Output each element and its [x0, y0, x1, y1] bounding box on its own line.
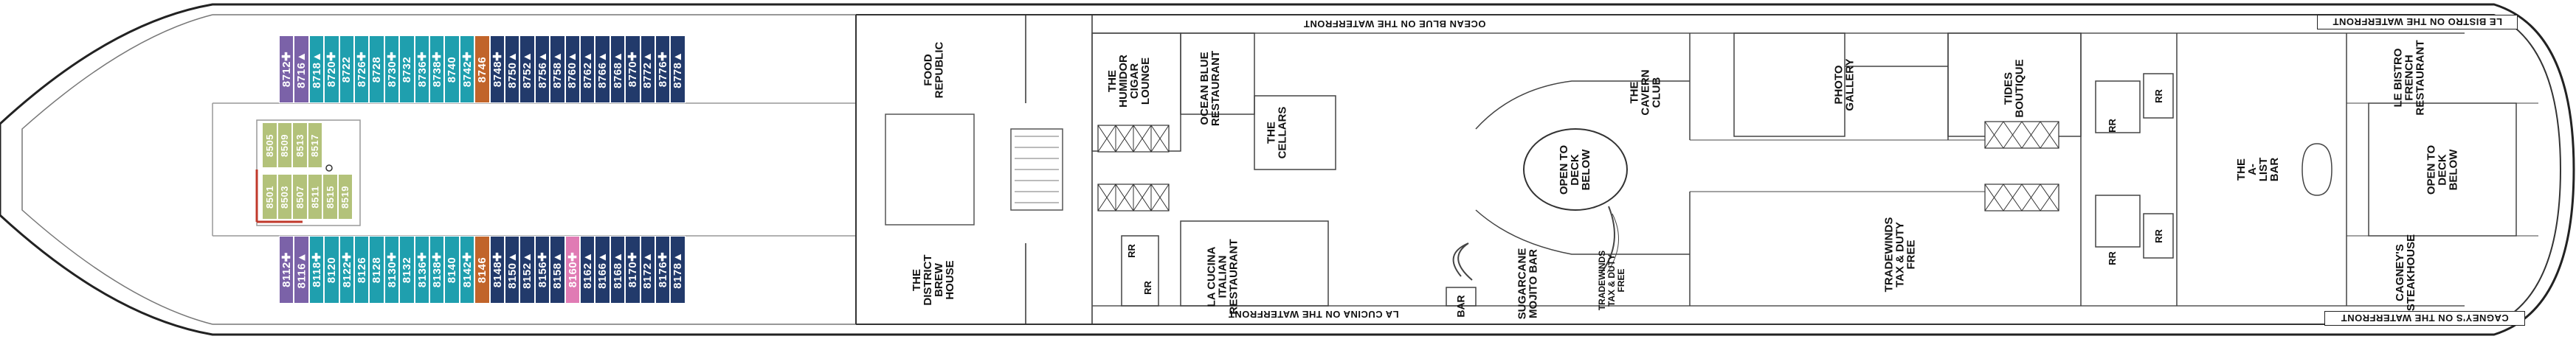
cabin-8126[interactable]: 8126: [354, 236, 370, 304]
ocean-blue-restaurant-label: OCEAN BLUE RESTAURANT: [1198, 50, 1222, 127]
tradewinds-big-label: TRADEWINDS TAX & DUTY FREE: [1882, 217, 1918, 292]
cabin-8122[interactable]: 8122✚: [339, 236, 354, 304]
cabin-8132[interactable]: 8132: [399, 236, 415, 304]
cabin-8511[interactable]: 8511: [307, 174, 322, 220]
cabin-8152[interactable]: 8152▲: [519, 236, 535, 304]
cabin-8162[interactable]: 8162▲: [580, 236, 595, 304]
tradewinds-small-label: TRADEWINDS TAX & DUTY FREE: [1597, 250, 1627, 310]
cabin-8509[interactable]: 8509: [277, 122, 292, 168]
cagneys-label: CAGNEY'S STEAKHOUSE: [2394, 234, 2417, 312]
le-bistro-label: LE BISTRO FRENCH RESTAURANT: [2392, 39, 2427, 116]
cabin-8770[interactable]: 8770✚: [625, 35, 640, 103]
cabin-8513[interactable]: 8513: [292, 122, 308, 168]
cabin-8178[interactable]: 8178▲: [670, 236, 686, 304]
cabin-8728[interactable]: 8728: [369, 35, 384, 103]
la-cucina-waterfront-banner: LA CUCINA ON THE WATERFRONT: [1228, 309, 1399, 321]
cabin-8740[interactable]: 8740: [444, 35, 460, 103]
cabin-8776[interactable]: 8776✚: [655, 35, 671, 103]
district-brew-house-label: THE DISTRICT BREW HOUSE: [911, 254, 956, 306]
le-bistro-waterfront-banner: LE BISTRO ON THE WATERFRONT: [2317, 15, 2518, 29]
cagneys-waterfront-banner: CAGNEY'S ON THE WATERFRONT: [2324, 311, 2525, 326]
cabin-8136[interactable]: 8136✚: [414, 236, 429, 304]
cellars-label: THE CELLARS: [1265, 106, 1288, 159]
cabin-8768[interactable]: 8768▲: [610, 35, 626, 103]
cabin-8160[interactable]: 8160✚: [564, 236, 580, 304]
photo-gallery-label: PHOTO GALLERY: [1833, 58, 1857, 111]
sugarcane-label: SUGARCANE MOJITO BAR: [1516, 248, 1539, 320]
cabin-8722[interactable]: 8722: [339, 35, 354, 103]
cabin-8505[interactable]: 8505: [262, 122, 277, 168]
cabin-8720[interactable]: 8720✚: [324, 35, 339, 103]
cabin-8120[interactable]: 8120: [324, 236, 339, 304]
cabin-8146[interactable]: 8146: [474, 236, 490, 304]
cabin-8738[interactable]: 8738✚: [429, 35, 445, 103]
cabin-8158[interactable]: 8158▲: [550, 236, 565, 304]
humidor-label: THE HUMIDOR CIGAR LOUNGE: [1106, 55, 1152, 108]
cabin-8752[interactable]: 8752▲: [519, 35, 535, 103]
cabin-8762[interactable]: 8762▲: [580, 35, 595, 103]
cabin-8142[interactable]: 8142✚: [459, 236, 475, 304]
a-list-bar-label: THE A-LIST BAR: [2235, 157, 2281, 182]
cabin-8148[interactable]: 8148✚: [489, 236, 505, 304]
cabin-8140[interactable]: 8140: [444, 236, 460, 304]
cabin-8172[interactable]: 8172▲: [640, 236, 655, 304]
cabin-8519[interactable]: 8519: [337, 174, 353, 220]
cabin-8750[interactable]: 8750▲: [505, 35, 520, 103]
restroom-4: RR: [2106, 118, 2118, 133]
cabin-8150[interactable]: 8150▲: [505, 236, 520, 304]
cabin-8746[interactable]: 8746: [474, 35, 490, 103]
cavern-club-label: THE CAVERN CLUB: [1628, 69, 1663, 116]
restroom-6: RR: [2152, 228, 2164, 243]
cabin-8718[interactable]: 8718▲: [308, 35, 325, 103]
cabin-8515[interactable]: 8515: [322, 174, 338, 220]
restroom-1: RR: [1125, 243, 1137, 258]
cabin-8766[interactable]: 8766▲: [595, 35, 610, 103]
cabin-8130[interactable]: 8130✚: [384, 236, 400, 304]
cabin-8170[interactable]: 8170✚: [625, 236, 640, 304]
cabin-8778[interactable]: 8778▲: [670, 35, 686, 103]
cabin-8726[interactable]: 8726✚: [354, 35, 370, 103]
cabin-8166[interactable]: 8166▲: [595, 236, 610, 304]
cabin-8760[interactable]: 8760▲: [564, 35, 580, 103]
cabin-8507[interactable]: 8507: [292, 174, 308, 220]
cabin-8168[interactable]: 8168▲: [610, 236, 626, 304]
cabin-8128[interactable]: 8128: [369, 236, 384, 304]
cabin-8742[interactable]: 8742✚: [459, 35, 475, 103]
cabin-8756[interactable]: 8756▲: [534, 35, 550, 103]
bar-label: BAR: [1454, 294, 1467, 318]
cabin-8138[interactable]: 8138✚: [429, 236, 445, 304]
cabin-8112[interactable]: 8112✚: [279, 236, 294, 304]
cabin-8736[interactable]: 8736✚: [414, 35, 429, 103]
open-to-deck-below-1: OPEN TO DECK BELOW: [1558, 144, 1593, 195]
food-republic-label: FOOD REPUBLIC: [922, 41, 946, 99]
restroom-2: RR: [1142, 280, 1153, 295]
cabin-8748[interactable]: 8748✚: [489, 35, 505, 103]
cabin-8176[interactable]: 8176✚: [655, 236, 671, 304]
cabin-8517[interactable]: 8517: [307, 122, 322, 168]
open-to-deck-below-2: OPEN TO DECK BELOW: [2425, 144, 2460, 195]
cabin-8716[interactable]: 8716▲: [294, 35, 309, 103]
cabin-8501[interactable]: 8501: [262, 174, 277, 220]
restroom-5: RR: [2106, 251, 2118, 265]
ocean-blue-waterfront-banner: OCEAN BLUE ON THE WATERFRONT: [1303, 18, 1486, 30]
cabin-8732[interactable]: 8732: [399, 35, 415, 103]
cabin-8758[interactable]: 8758▲: [550, 35, 565, 103]
cabin-8730[interactable]: 8730✚: [384, 35, 400, 103]
restroom-3: RR: [2152, 88, 2164, 103]
cabin-8156[interactable]: 8156✚: [534, 236, 550, 304]
cabin-8116[interactable]: 8116▲: [294, 236, 309, 304]
cabin-8503[interactable]: 8503: [277, 174, 292, 220]
cabin-8712[interactable]: 8712✚: [279, 35, 294, 103]
cabin-8118[interactable]: 8118✚: [308, 236, 325, 304]
tides-boutique-label: TIDES BOUTIQUE: [2003, 59, 2027, 118]
cabin-8772[interactable]: 8772▲: [640, 35, 655, 103]
